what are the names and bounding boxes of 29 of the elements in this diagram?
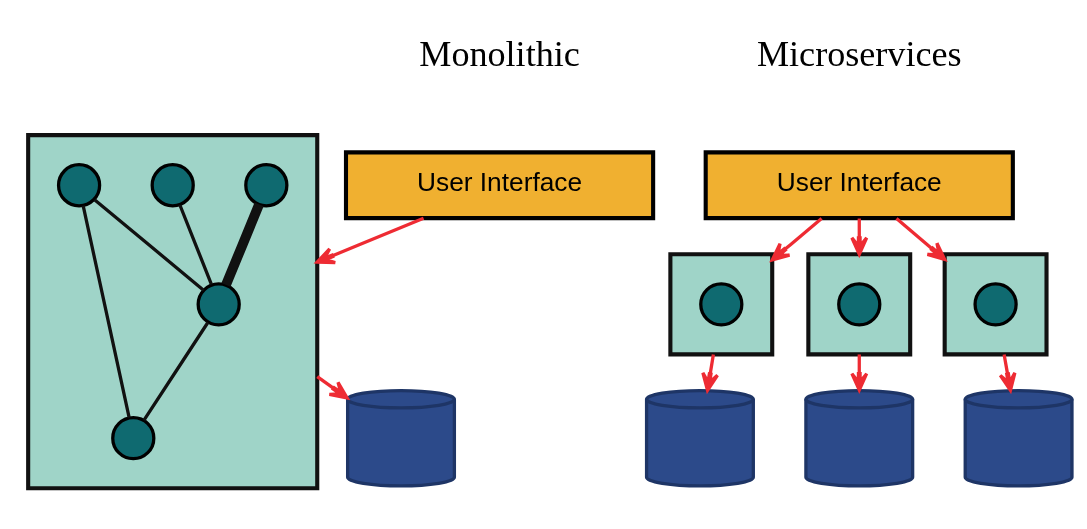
cluster [26, 133, 320, 491]
connector [81, 205, 131, 418]
node-circle [699, 282, 744, 327]
node-circle [837, 282, 882, 327]
connector [93, 198, 205, 292]
arrow [315, 216, 425, 265]
node-circle [196, 282, 241, 327]
arrow [850, 218, 869, 256]
connector [142, 321, 210, 422]
node-box: User Interface [703, 150, 1015, 221]
arrow [895, 217, 947, 262]
label: Microservices [756, 34, 962, 75]
arrow [770, 217, 823, 262]
node-circle [111, 416, 156, 461]
connector [178, 204, 213, 285]
arrow [701, 354, 720, 392]
connector [221, 202, 264, 287]
arrow [316, 375, 349, 400]
node-circle [56, 163, 102, 208]
node-circle [150, 163, 195, 208]
cluster [668, 252, 775, 357]
cluster [806, 252, 913, 357]
arrow [850, 354, 869, 392]
arrow [998, 354, 1017, 392]
cluster [942, 252, 1049, 357]
node-box: User Interface [343, 150, 656, 221]
node-circle [244, 163, 289, 208]
label: Monolithic [419, 34, 580, 75]
node-circle [973, 282, 1018, 327]
